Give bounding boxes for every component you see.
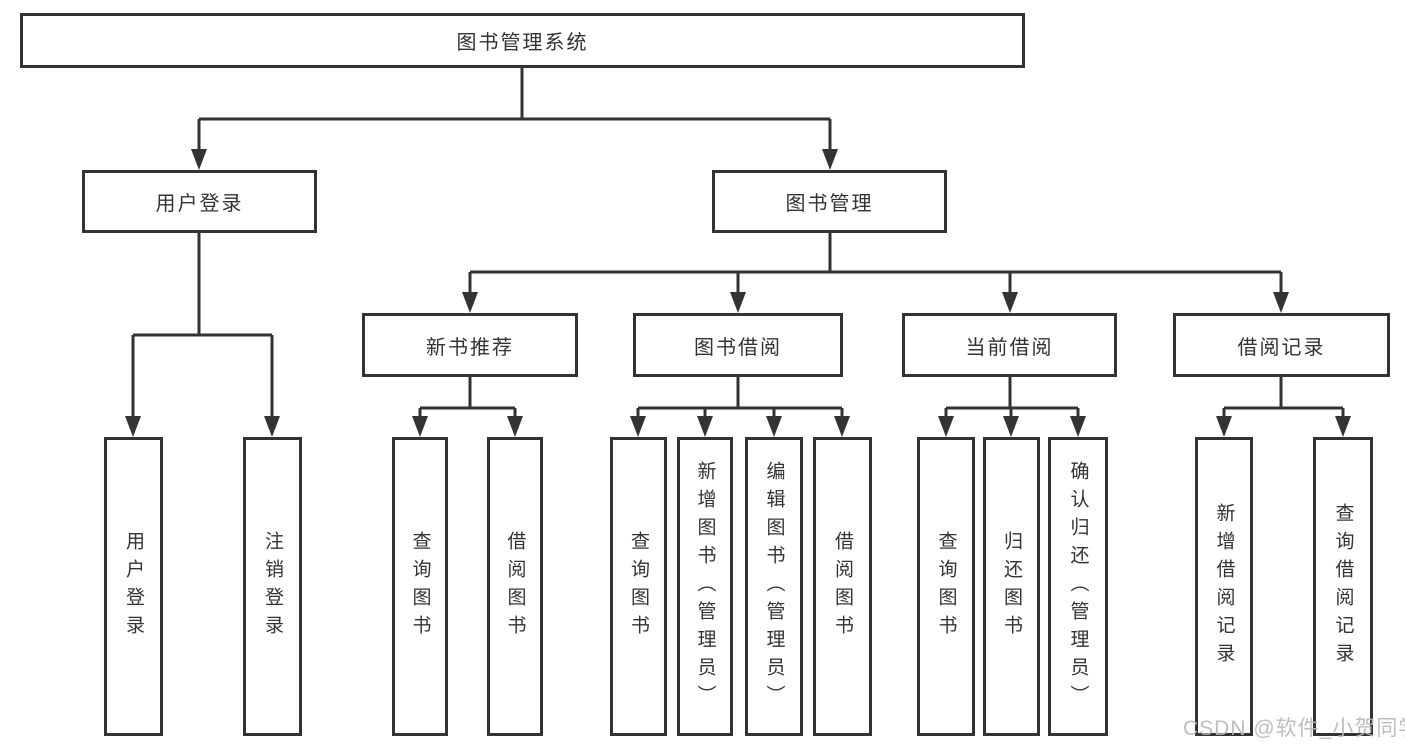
node-label: 确认归还（管理员）	[1067, 460, 1089, 713]
node-label: 借阅图书	[504, 530, 526, 643]
node-label: 当前借阅	[965, 336, 1054, 359]
connector-borrowrecord-children	[1222, 377, 1345, 419]
node-book-management: 图书管理	[712, 170, 947, 233]
node-library-system: 图书管理系统	[20, 13, 1025, 68]
node-current-borrow: 当前借阅	[902, 313, 1117, 377]
arrowhead	[1216, 416, 1232, 437]
leaf-confirm-return-admin: 确认归还（管理员）	[1048, 437, 1108, 736]
leaf-return-book: 归还图书	[983, 437, 1040, 736]
connector-bookborrow-children	[636, 377, 844, 419]
arrowhead	[125, 416, 141, 437]
leaf-logout: 注销登录	[243, 437, 302, 736]
node-book-borrow: 图书借阅	[633, 313, 843, 377]
node-label: 借阅图书	[832, 530, 853, 643]
arrowhead	[730, 292, 746, 313]
node-label: 借阅记录	[1237, 336, 1326, 359]
arrowhead	[1002, 292, 1018, 313]
arrowhead	[191, 149, 207, 170]
leaf-add-borrow-record: 新增借阅记录	[1195, 437, 1253, 736]
node-label: 归还图书	[1001, 530, 1022, 643]
node-borrow-records: 借阅记录	[1173, 313, 1390, 377]
node-label: 查询图书	[935, 530, 957, 643]
arrowhead	[412, 416, 428, 437]
arrowhead	[630, 416, 646, 437]
arrowhead	[462, 292, 478, 313]
node-label: 新增图书（管理员）	[694, 460, 716, 713]
node-label: 图书借阅	[694, 336, 782, 359]
arrowhead	[507, 416, 523, 437]
node-label: 用户登录	[123, 530, 144, 643]
node-label: 编辑图书（管理员）	[763, 460, 785, 713]
arrowhead	[834, 416, 850, 437]
connector-currentborrow-children	[944, 377, 1080, 419]
leaf-query-books-current: 查询图书	[917, 437, 975, 736]
node-label: 图书管理系统	[456, 32, 589, 54]
node-label: 查询图书	[628, 530, 649, 643]
arrowhead	[766, 416, 782, 437]
leaf-edit-book-admin: 编辑图书（管理员）	[745, 437, 803, 736]
connector-newbook-children	[418, 377, 517, 419]
leaf-query-books-borrow: 查询图书	[610, 437, 667, 736]
node-label: 新增借阅记录	[1213, 502, 1235, 671]
leaf-borrow-books: 借阅图书	[813, 437, 872, 736]
node-label: 注销登录	[262, 530, 283, 643]
node-new-book-recommend: 新书推荐	[362, 313, 578, 377]
leaf-query-borrow-record: 查询借阅记录	[1313, 437, 1373, 736]
node-label: 新书推荐	[426, 336, 514, 359]
leaf-query-books-recommend: 查询图书	[392, 437, 448, 736]
leaf-borrow-books-recommend: 借阅图书	[487, 437, 543, 736]
node-label: 用户登录	[155, 193, 244, 215]
node-label: 查询图书	[409, 530, 431, 643]
arrowhead	[264, 416, 280, 437]
arrowhead	[1335, 416, 1351, 437]
arrowhead	[1070, 416, 1086, 437]
connector-bookmgmt-to-level3	[468, 233, 1283, 295]
connector-userlogin-children	[131, 233, 274, 419]
node-label: 查询借阅记录	[1332, 502, 1354, 671]
leaf-add-book-admin: 新增图书（管理员）	[677, 437, 733, 736]
arrowhead	[1003, 416, 1019, 437]
csdn-watermark: CSDN @软件_小贺同学	[1183, 717, 1405, 740]
leaf-user-login: 用户登录	[104, 437, 163, 736]
node-user-login: 用户登录	[82, 170, 317, 233]
node-label: 图书管理	[785, 193, 874, 215]
arrowhead	[697, 416, 713, 437]
arrowhead	[822, 149, 838, 170]
arrowhead	[938, 416, 954, 437]
arrowhead	[1273, 292, 1289, 313]
connector-root-to-level2	[197, 68, 832, 152]
